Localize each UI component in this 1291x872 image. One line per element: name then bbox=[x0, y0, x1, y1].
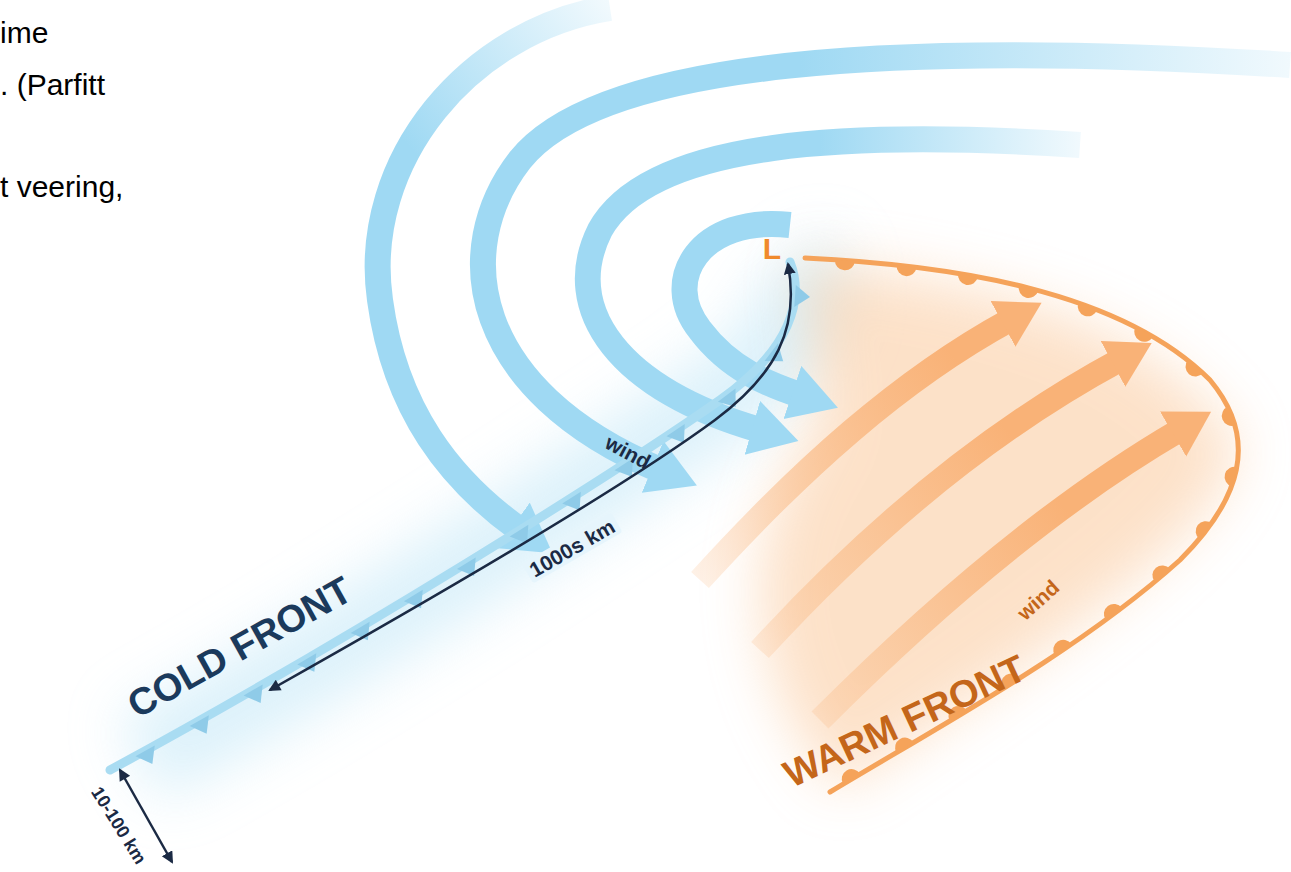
slide-text: . (Parfitt bbox=[0, 68, 105, 101]
slide-text: t veering, bbox=[0, 170, 123, 203]
front-symbol bbox=[510, 525, 529, 544]
front-symbol bbox=[666, 424, 684, 443]
front-symbol bbox=[1019, 286, 1039, 298]
front-symbol bbox=[562, 492, 581, 511]
front-symbol bbox=[244, 684, 263, 702]
front-symbol bbox=[1225, 467, 1238, 487]
slide-text: ime bbox=[0, 16, 48, 49]
front-symbol bbox=[1196, 521, 1212, 539]
front-symbol bbox=[1222, 407, 1236, 426]
front-symbol bbox=[1053, 640, 1071, 656]
front-symbol bbox=[1152, 565, 1170, 581]
wind-label: wind bbox=[601, 431, 654, 474]
front-symbol bbox=[135, 746, 154, 764]
front-symbol bbox=[1104, 604, 1122, 620]
front-symbol bbox=[190, 715, 209, 733]
front-symbol bbox=[1078, 303, 1097, 316]
dimension-label: 10-100 km bbox=[87, 784, 150, 868]
front-symbol bbox=[1185, 360, 1203, 376]
wind-label: wind bbox=[1013, 575, 1064, 624]
low-pressure-marker: L bbox=[763, 232, 781, 265]
front-name: COLD FRONT bbox=[121, 569, 359, 726]
front-symbol bbox=[1134, 327, 1153, 342]
front-symbol bbox=[835, 260, 855, 271]
front-symbol bbox=[897, 265, 917, 276]
front-name: WARM FRONT bbox=[778, 648, 1033, 796]
front-symbol bbox=[794, 285, 810, 307]
front-symbol bbox=[958, 273, 978, 285]
dimension-label: 1000s km bbox=[522, 512, 622, 583]
